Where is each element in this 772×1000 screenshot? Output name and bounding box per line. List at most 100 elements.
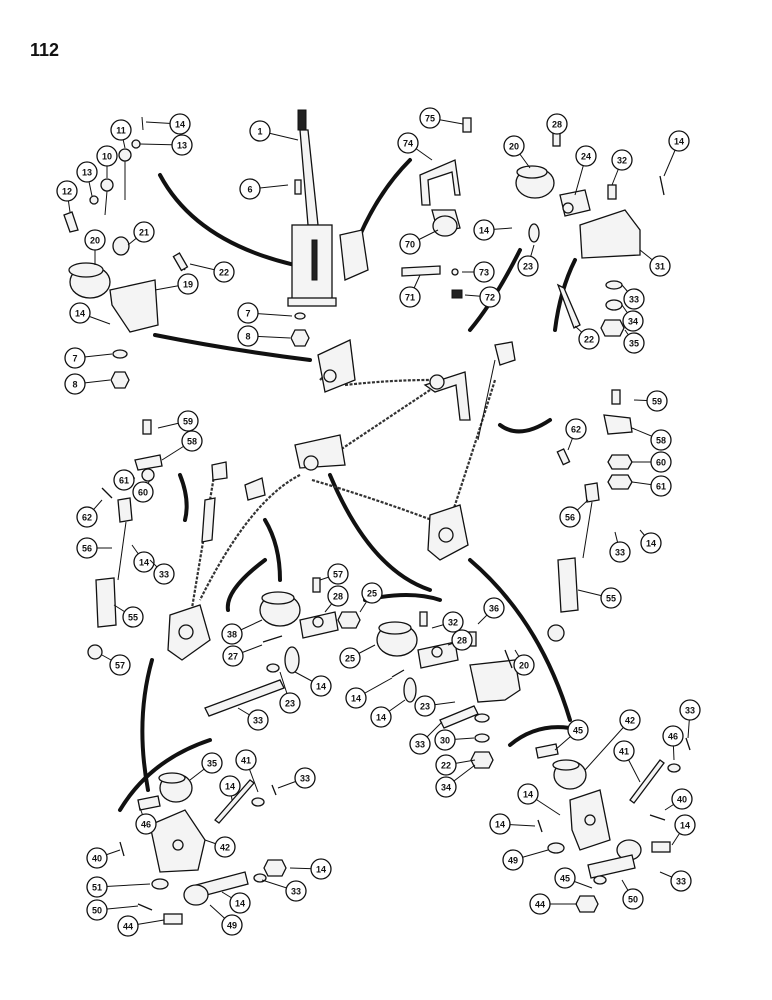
- lower-left-pulley-group: [204, 577, 361, 717]
- callout-leader: [584, 719, 631, 771]
- callout-44: 44: [117, 915, 165, 937]
- callout-label: 10: [102, 152, 112, 162]
- callout-bubble: [117, 915, 139, 937]
- callout-label: 22: [219, 268, 229, 278]
- callout-label: 46: [141, 820, 151, 830]
- callout-bubble: [345, 687, 367, 709]
- callout-label: 57: [333, 570, 343, 580]
- callout-14: 14: [671, 814, 696, 846]
- callout-bubble: [133, 551, 155, 573]
- callout-bubble: [546, 113, 568, 135]
- callout-bubble: [578, 328, 600, 350]
- callout-label: 24: [581, 152, 591, 162]
- callout-label: 14: [495, 820, 505, 830]
- callout-8: 8: [237, 325, 291, 347]
- callout-bubble: [69, 302, 91, 324]
- callout-bubble: [409, 733, 431, 755]
- callout-46: 46: [135, 807, 157, 835]
- callout-bubble: [221, 623, 243, 645]
- callout-label: 30: [440, 736, 450, 746]
- callout-58: 58: [161, 430, 203, 461]
- callout-label: 33: [291, 887, 301, 897]
- callout-label: 20: [90, 236, 100, 246]
- callout-label: 33: [253, 716, 263, 726]
- callout-bubble: [623, 288, 645, 310]
- center-cable-bracket: [294, 341, 516, 471]
- callout-label: 28: [457, 636, 467, 646]
- callout-label: 46: [668, 732, 678, 742]
- callout-label: 23: [420, 702, 430, 712]
- callout-bubble: [662, 725, 684, 747]
- callout-33: 33: [149, 559, 175, 585]
- callout-label: 33: [415, 740, 425, 750]
- callout-label: 49: [508, 856, 518, 866]
- callout-label: 55: [606, 594, 616, 604]
- callout-bubble: [249, 120, 271, 142]
- callout-32: 32: [611, 149, 633, 186]
- callout-label: 14: [351, 694, 361, 704]
- callout-label: 14: [225, 782, 235, 792]
- callout-bubble: [670, 870, 692, 892]
- callout-bubble: [435, 776, 457, 798]
- callout-bubble: [239, 178, 261, 200]
- callout-bubble: [650, 475, 672, 497]
- callout-label: 57: [115, 661, 125, 671]
- callout-label: 58: [187, 437, 197, 447]
- callout-label: 20: [519, 661, 529, 671]
- callout-label: 36: [489, 604, 499, 614]
- callout-30: 30: [434, 729, 475, 751]
- callout-bubble: [674, 814, 696, 836]
- callout-bubble: [86, 847, 108, 869]
- callout-42: 42: [204, 836, 236, 858]
- callout-40: 40: [86, 847, 121, 869]
- callout-25: 25: [339, 644, 376, 669]
- callout-31: 31: [639, 249, 671, 277]
- callout-45: 45: [554, 867, 593, 889]
- callout-bubble: [435, 754, 457, 776]
- callout-label: 62: [82, 513, 92, 523]
- callout-59: 59: [633, 390, 668, 412]
- callout-23: 23: [414, 695, 456, 717]
- callout-33: 33: [261, 879, 307, 902]
- callout-label: 14: [523, 790, 533, 800]
- callout-bubble: [361, 582, 383, 604]
- callout-14: 14: [663, 130, 690, 177]
- callout-label: 72: [485, 293, 495, 303]
- callout-22: 22: [435, 754, 476, 776]
- callout-62: 62: [76, 499, 103, 528]
- callout-bubble: [622, 310, 644, 332]
- callout-bubble: [622, 888, 644, 910]
- callout-49: 49: [502, 849, 549, 871]
- callout-label: 49: [227, 921, 237, 931]
- callout-label: 40: [677, 795, 687, 805]
- callout-label: 35: [629, 339, 639, 349]
- callout-label: 59: [652, 397, 662, 407]
- callout-bubble: [285, 880, 307, 902]
- callout-bubble: [213, 261, 235, 283]
- callout-bubble: [96, 145, 118, 167]
- callout-label: 28: [552, 120, 562, 130]
- callout-46: 46: [662, 725, 684, 761]
- callout-bubble: [201, 752, 223, 774]
- callout-bubble: [650, 429, 672, 451]
- callout-bubble: [565, 418, 587, 440]
- callout-24: 24: [574, 145, 597, 196]
- callout-14: 14: [345, 677, 393, 709]
- callout-33: 33: [621, 284, 645, 310]
- lower-center-pulley-group: [376, 611, 521, 769]
- callout-23: 23: [279, 671, 301, 714]
- callout-bubble: [76, 537, 98, 559]
- callout-bubble: [434, 729, 456, 751]
- callout-label: 50: [628, 895, 638, 905]
- callout-bubble: [650, 451, 672, 473]
- callout-38: 38: [221, 619, 263, 645]
- callout-bubble: [517, 783, 539, 805]
- callout-14: 14: [489, 813, 536, 835]
- callout-bubble: [177, 273, 199, 295]
- callout-label: 14: [235, 899, 245, 909]
- callout-50: 50: [86, 899, 139, 921]
- callout-bubble: [529, 893, 551, 915]
- callout-bubble: [327, 585, 349, 607]
- callout-bubble: [294, 767, 316, 789]
